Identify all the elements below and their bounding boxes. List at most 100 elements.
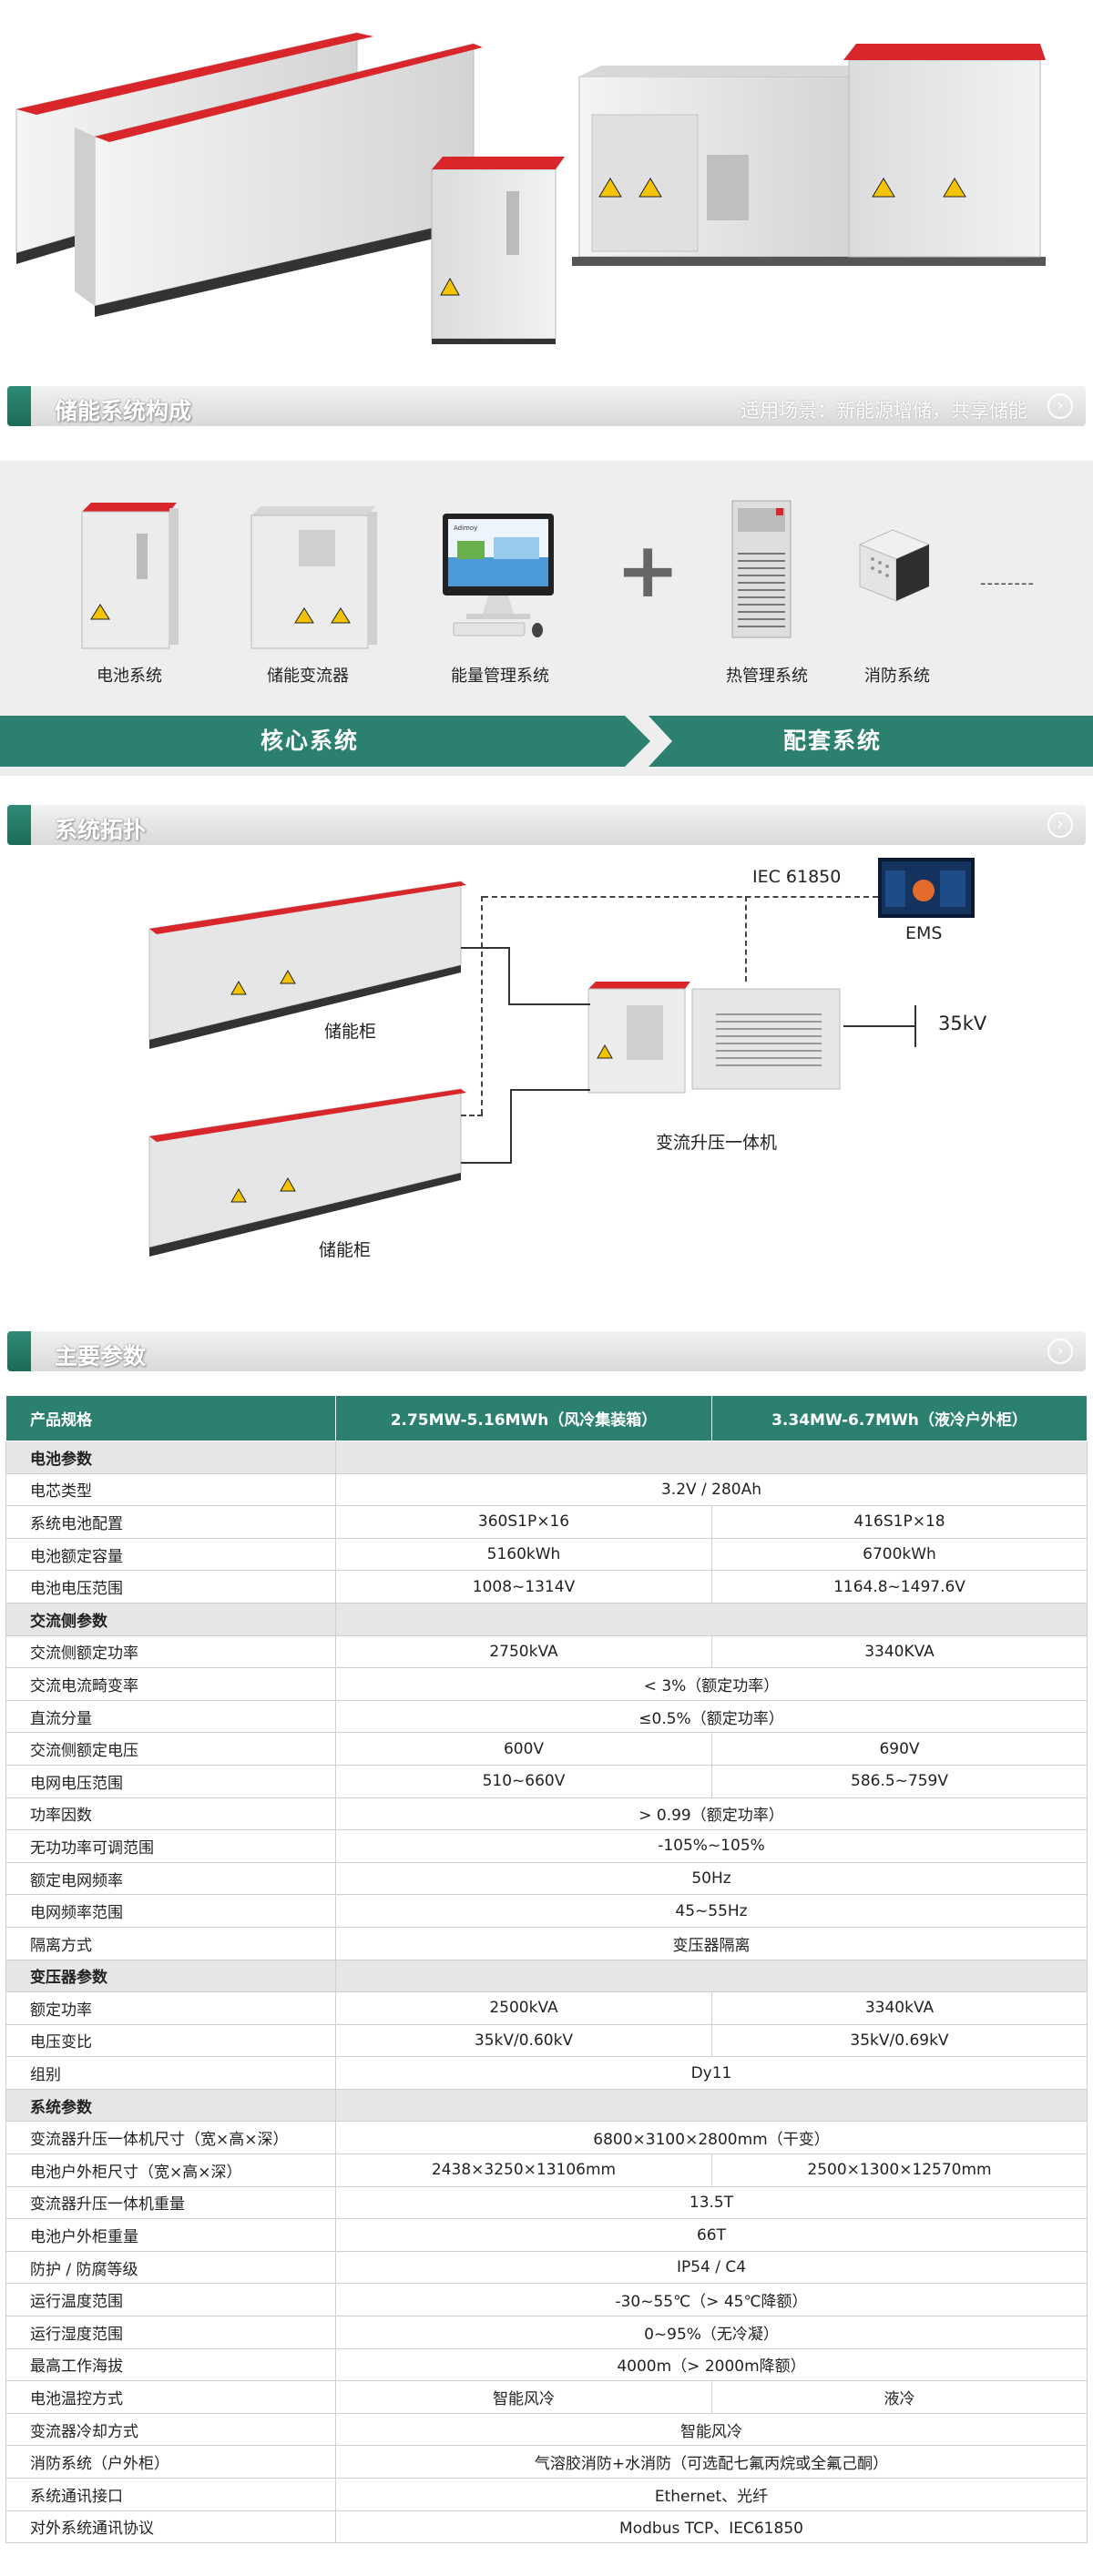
param-name: 隔离方式 — [5, 1926, 336, 1960]
item-thermal: 热管理系统 — [726, 667, 808, 686]
grid-busbar — [914, 1005, 916, 1047]
item-pcs: 储能变流器 — [267, 667, 349, 686]
param-name: 组别 — [5, 2056, 336, 2090]
comm-line-top — [483, 896, 878, 898]
param-value: 66T — [335, 2218, 1088, 2252]
param-value-b: 液冷 — [711, 2380, 1088, 2414]
table-row: 功率因数> 0.99（额定功率） — [5, 1797, 1088, 1831]
battery-container-front — [75, 43, 483, 317]
table-row: 运行温度范围-30~55℃（> 45℃降额） — [5, 2283, 1088, 2317]
group-label: 电池参数 — [5, 1441, 336, 1474]
group-fill — [335, 1959, 1088, 1993]
core-band-arrow — [619, 716, 650, 767]
param-value-a: 360S1P×16 — [335, 1505, 712, 1539]
param-name: 运行湿度范围 — [5, 2316, 336, 2349]
pcs-integrated-unit — [587, 982, 841, 1094]
table-group-row: 变压器参数 — [5, 1959, 1088, 1993]
param-value: IP54 / C4 — [335, 2250, 1088, 2285]
table-header-row: 产品规格 2.75MW-5.16MWh（风冷集装箱） 3.34MW-6.7MWh… — [5, 1395, 1088, 1441]
param-value-a: 1008~1314V — [335, 1570, 712, 1604]
fire-protection-icon — [858, 529, 931, 602]
chevron-right-icon[interactable]: › — [1047, 393, 1073, 419]
power-line-2b — [510, 1089, 512, 1164]
param-name: 额定功率 — [5, 1991, 336, 2025]
param-name: 额定电网频率 — [5, 1861, 336, 1896]
section-subtitle: 适用场景：新能源增储，共享储能 — [741, 400, 1027, 422]
cabinet-label-1: 储能柜 — [324, 1022, 377, 1042]
power-line-2c — [510, 1089, 590, 1091]
pcs-icon — [250, 506, 377, 649]
storage-cabinet-1 — [148, 881, 466, 1049]
param-name: 电池额定容量 — [5, 1537, 336, 1572]
param-name: 消防系统（户外柜） — [5, 2445, 336, 2479]
table-row: 无功功率可调范围-105%~105% — [5, 1829, 1088, 1863]
table-row: 变流器冷却方式智能风冷 — [5, 2412, 1088, 2447]
param-name: 运行温度范围 — [5, 2283, 336, 2317]
group-fill — [335, 1441, 1088, 1474]
group-fill — [335, 2088, 1088, 2123]
core-system-band: 核心系统 — [0, 716, 619, 767]
group-label: 交流侧参数 — [5, 1602, 336, 1636]
param-value: ≤0.5%（额定功率） — [335, 1699, 1088, 1734]
grid-voltage-label: 35kV — [938, 1013, 987, 1034]
screen-brand: Adimoy — [454, 524, 477, 532]
param-value-a: 2750kVA — [335, 1634, 712, 1669]
chevron-right-icon[interactable]: › — [1047, 1339, 1073, 1364]
hero-product-images — [15, 32, 1046, 344]
param-value: 3.2V / 280Ah — [335, 1472, 1088, 1507]
table-row: 隔离方式变压器隔离 — [5, 1926, 1088, 1960]
header-spec: 产品规格 — [5, 1395, 336, 1441]
param-value-b: 3340KVA — [711, 1634, 1088, 1669]
section-title: 系统拓扑 — [55, 817, 147, 843]
section-accent — [7, 805, 31, 845]
param-value-b: 35kV/0.69kV — [711, 2023, 1088, 2058]
protocol-label: IEC 61850 — [752, 867, 842, 887]
battery-cabinet-small — [431, 157, 565, 344]
param-name: 功率因数 — [5, 1797, 336, 1831]
table-row: 电池温控方式智能风冷液冷 — [5, 2380, 1088, 2414]
table-row: 消防系统（户外柜）气溶胶消防+水消防（可选配七氟丙烷或全氟己酮） — [5, 2445, 1088, 2479]
param-value: 4000m（> 2000m降额） — [335, 2347, 1088, 2382]
param-name: 防护 / 防腐等级 — [5, 2250, 336, 2285]
param-name: 电池户外柜重量 — [5, 2218, 336, 2252]
table-row: 直流分量≤0.5%（额定功率） — [5, 1699, 1088, 1734]
param-name: 系统通讯接口 — [5, 2478, 336, 2511]
section-header-composition: 储能系统构成 适用场景：新能源增储，共享储能 › — [7, 386, 1086, 426]
param-value-b: 690V — [711, 1732, 1088, 1766]
param-value: 50Hz — [335, 1861, 1088, 1896]
table-group-row: 系统参数 — [5, 2088, 1088, 2123]
storage-cabinet-2 — [148, 1088, 466, 1257]
param-name: 电芯类型 — [5, 1472, 336, 1507]
power-line-2a — [461, 1162, 512, 1164]
param-value: 智能风冷 — [335, 2412, 1088, 2447]
param-value: 6800×3100×2800mm（干变） — [335, 2121, 1088, 2155]
param-value-b: 2500×1300×12570mm — [711, 2153, 1088, 2187]
section-header-topology: 系统拓扑 › — [7, 805, 1086, 845]
param-value: > 0.99（额定功率） — [335, 1797, 1088, 1831]
chevron-right-icon[interactable]: › — [1047, 812, 1073, 838]
param-name: 直流分量 — [5, 1699, 336, 1734]
section-title: 主要参数 — [55, 1343, 147, 1369]
param-value-a: 智能风冷 — [335, 2380, 712, 2414]
power-line-1b — [508, 947, 510, 1005]
param-name: 变流器冷却方式 — [5, 2412, 336, 2447]
section-header-params: 主要参数 › — [7, 1331, 1086, 1371]
param-name: 电网频率范围 — [5, 1894, 336, 1928]
param-value-a: 510~660V — [335, 1764, 712, 1798]
ems-label: EMS — [905, 923, 943, 943]
param-value: Dy11 — [335, 2056, 1088, 2090]
comm-line-bottom — [461, 1115, 483, 1116]
table-row: 交流电流畸变率< 3%（额定功率） — [5, 1667, 1088, 1701]
section-accent — [7, 386, 31, 426]
param-value: 13.5T — [335, 2185, 1088, 2220]
param-name: 电池温控方式 — [5, 2380, 336, 2414]
